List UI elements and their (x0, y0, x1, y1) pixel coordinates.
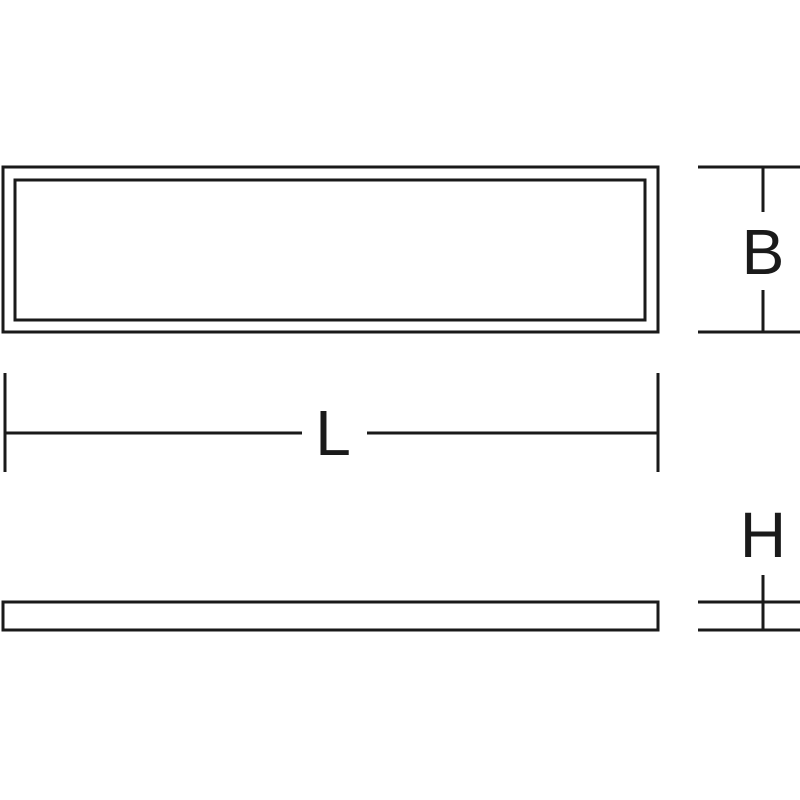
length-label: L (315, 397, 351, 469)
length-dimension: L (3, 373, 660, 472)
top-view-outer-outline (1, 165, 660, 334)
side-view-outline (1, 600, 660, 632)
width-dimension: B (698, 165, 800, 334)
side-view (1, 600, 660, 632)
width-label: B (742, 216, 785, 288)
height-dimension: H (698, 499, 800, 632)
top-view-inner-outline (13, 178, 647, 322)
top-view (1, 165, 660, 334)
height-label: H (740, 499, 786, 571)
